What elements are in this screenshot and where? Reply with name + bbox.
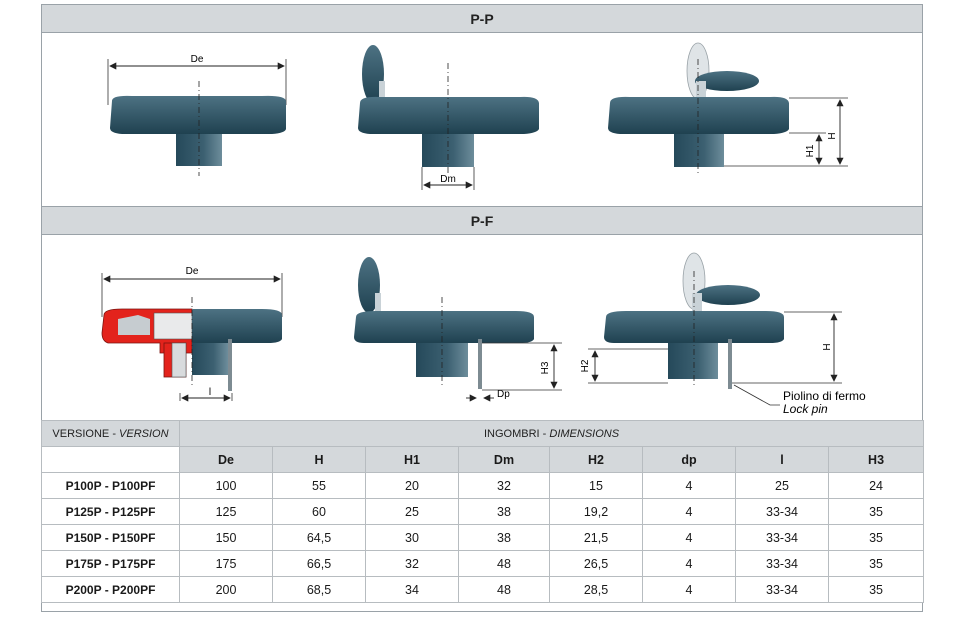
table-cell: 68,5 — [272, 576, 366, 603]
drawing-panel-pp: De Dm — [42, 33, 922, 206]
table-cell: 21,5 — [549, 524, 643, 551]
col-header-de: De — [179, 446, 273, 473]
table-cell: 4 — [642, 498, 736, 525]
table-cell: 15 — [549, 472, 643, 499]
pp-wheel-plain: De — [107, 54, 287, 176]
table-cell: 4 — [642, 576, 736, 603]
col-header-h1: H1 — [365, 446, 459, 473]
table-cell: 175 — [179, 550, 273, 577]
table-cell: 4 — [642, 550, 736, 577]
pf-drawings: De l — [101, 252, 866, 416]
row-name: P150P - P150PF — [41, 524, 180, 551]
table-cell: 33-34 — [735, 550, 829, 577]
table-cell: 32 — [458, 472, 550, 499]
row-name: P100P - P100PF — [41, 472, 180, 499]
row-name: P125P - P125PF — [41, 498, 180, 525]
table-cell: 48 — [458, 576, 550, 603]
col-header-l: l — [735, 446, 829, 473]
table-row: P125P - P125PF 125 60 25 38 19,2 4 33-34… — [41, 498, 925, 525]
corner-cell — [41, 446, 180, 473]
table-cell: 34 — [365, 576, 459, 603]
table-cell: 25 — [365, 498, 459, 525]
table-cell: 33-34 — [735, 524, 829, 551]
table-cell: 33-34 — [735, 576, 829, 603]
pf-l-label: l — [209, 387, 211, 398]
dimensions-header: INGOMBRI - DIMENSIONS — [178, 420, 925, 447]
col-header-dm: Dm — [458, 446, 550, 473]
col-header-h3: H3 — [827, 446, 925, 473]
table-cell: 60 — [272, 498, 366, 525]
col-header-dp: dp — [642, 446, 736, 473]
table-cell: 200 — [179, 576, 273, 603]
table-cell: 64,5 — [272, 524, 366, 551]
table-row: P200P - P200PF 200 68,5 34 48 28,5 4 33-… — [41, 576, 925, 603]
dimensions-table: VERSIONE - VERSION INGOMBRI - DIMENSIONS… — [41, 420, 925, 603]
table-row: P150P - P150PF 150 64,5 30 38 21,5 4 33-… — [41, 524, 925, 551]
table-cell: 4 — [642, 524, 736, 551]
pf-dp-label: Dp — [497, 389, 510, 400]
pp-wheel-handle-folded: H H1 — [608, 42, 848, 176]
pf-h2-label: H2 — [580, 359, 591, 372]
table-cell: 20 — [365, 472, 459, 499]
table-cell: 100 — [179, 472, 273, 499]
table-cell: 33-34 — [735, 498, 829, 525]
table-cell: 28,5 — [549, 576, 643, 603]
table-cell: 38 — [458, 498, 550, 525]
lock-pin-label-en: Lock pin — [783, 402, 828, 416]
section-title-pf: P-F — [470, 212, 494, 229]
pp-h1-label: H1 — [805, 144, 816, 157]
pp-drawings: De Dm — [107, 42, 848, 190]
pf-de-label: De — [186, 266, 199, 277]
pf-h-label: H — [822, 343, 833, 350]
table-cell: 35 — [827, 576, 925, 603]
pp-wheel-handle-up: Dm — [358, 45, 539, 190]
section-header-pf: P-F — [41, 206, 923, 235]
col-header-h: H — [272, 446, 366, 473]
table-cell: 4 — [642, 472, 736, 499]
table-cell: 38 — [458, 524, 550, 551]
lock-pin-label-it: Piolino di fermo — [783, 389, 866, 403]
pf-h3-label: H3 — [540, 361, 551, 374]
pf-wheel-handle-up: H3 Dp — [354, 257, 562, 402]
table-cell: 25 — [735, 472, 829, 499]
table-row: P100P - P100PF 100 55 20 32 15 4 25 24 — [41, 472, 925, 499]
row-name: P200P - P200PF — [41, 576, 180, 603]
drawing-panel-pf: De l — [42, 235, 922, 420]
table-cell: 150 — [179, 524, 273, 551]
row-name: P175P - P175PF — [41, 550, 180, 577]
table-cell: 66,5 — [272, 550, 366, 577]
table-cell: 48 — [458, 550, 550, 577]
table-cell: 30 — [365, 524, 459, 551]
table-cell: 55 — [272, 472, 366, 499]
version-header: VERSIONE - VERSION — [41, 420, 180, 447]
pp-h-label: H — [827, 132, 838, 139]
table-cell: 32 — [365, 550, 459, 577]
table-row: P175P - P175PF 175 66,5 32 48 26,5 4 33-… — [41, 550, 925, 577]
section-title-pp: P-P — [470, 10, 494, 27]
table-cell: 26,5 — [549, 550, 643, 577]
col-header-h2: H2 — [549, 446, 643, 473]
table-cell: 125 — [179, 498, 273, 525]
pf-wheel-handle-folded: H H2 Piolino di fermo Lock pin — [580, 252, 866, 416]
table-cell: 35 — [827, 524, 925, 551]
table-cell: 24 — [827, 472, 925, 499]
pp-dm-label: Dm — [440, 174, 456, 185]
table-cell: 35 — [827, 498, 925, 525]
pf-wheel-section: De l — [101, 266, 283, 402]
section-header-pp: P-P — [41, 4, 923, 33]
table-cell: 35 — [827, 550, 925, 577]
table-cell: 19,2 — [549, 498, 643, 525]
pp-de-label: De — [191, 54, 204, 65]
